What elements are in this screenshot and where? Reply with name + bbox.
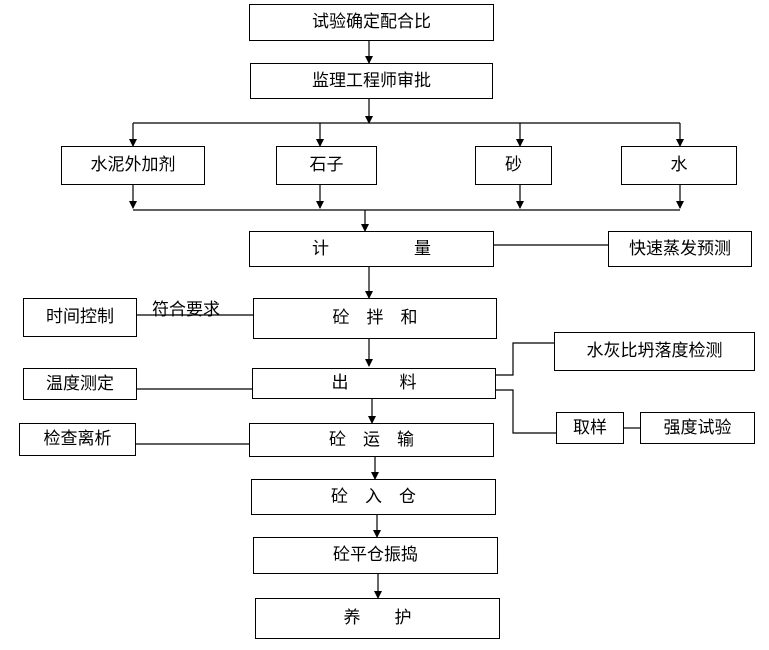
check-slump-test: 水灰比坍落度检测 [554, 332, 755, 371]
step-transport-label: 砼 运 输 [329, 429, 414, 450]
step-transport: 砼 运 输 [249, 423, 494, 457]
check-temperature-label: 温度测定 [46, 373, 114, 394]
step-curing-label: 养 护 [343, 608, 412, 628]
material-sand-label: 砂 [505, 155, 522, 175]
check-mixing-time: 时间控制 [23, 298, 137, 337]
check-temperature: 温度测定 [23, 368, 137, 400]
check-strength-test: 强度试验 [640, 412, 755, 444]
step-supervisor-approval-label: 监理工程师审批 [312, 70, 431, 91]
material-water-label: 水 [670, 155, 688, 175]
material-admixture-label: 水泥外加剂 [90, 155, 176, 175]
check-rapid-moisture-label: 快速蒸发预测 [629, 238, 731, 259]
check-segregation-label: 检查离析 [43, 429, 112, 449]
step-supervisor-approval: 监理工程师审批 [250, 63, 493, 99]
check-slump-test-label: 水灰比坍落度检测 [586, 341, 723, 361]
step-discharge-label: 出 料 [331, 373, 417, 393]
step-placing-label: 砼 入 仓 [331, 486, 416, 507]
step-metering: 计 量 [249, 231, 494, 267]
check-rapid-moisture: 快速蒸发预测 [608, 231, 752, 267]
step-placing: 砼 入 仓 [251, 479, 496, 515]
material-admixture: 水泥外加剂 [61, 146, 205, 185]
step-leveling-label: 砼平仓振捣 [333, 545, 418, 565]
check-sampling-label: 取样 [573, 417, 607, 438]
meets-requirement-note: 符合要求 [152, 300, 220, 320]
material-stone-label: 石子 [309, 155, 344, 175]
step-mixing: 砼 拌 和 [253, 298, 497, 339]
material-water: 水 [621, 146, 737, 185]
material-sand: 砂 [475, 146, 552, 185]
check-strength-test-label: 强度试验 [663, 417, 732, 438]
material-stone: 石子 [276, 146, 377, 185]
step-curing: 养 护 [255, 598, 500, 639]
step-mixing-label: 砼 拌 和 [332, 308, 418, 328]
step-discharge: 出 料 [252, 368, 496, 399]
step-trial-mix: 试验确定配合比 [249, 4, 494, 41]
line-discharge-to-sampling [496, 389, 556, 434]
step-metering-label: 计 量 [312, 238, 431, 259]
check-segregation: 检查离析 [19, 423, 136, 456]
step-leveling: 砼平仓振捣 [253, 537, 498, 574]
check-mixing-time-label: 时间控制 [46, 307, 114, 327]
step-trial-mix-label: 试验确定配合比 [312, 12, 431, 32]
line-discharge-to-slump [496, 342, 555, 376]
check-sampling: 取样 [556, 412, 624, 444]
